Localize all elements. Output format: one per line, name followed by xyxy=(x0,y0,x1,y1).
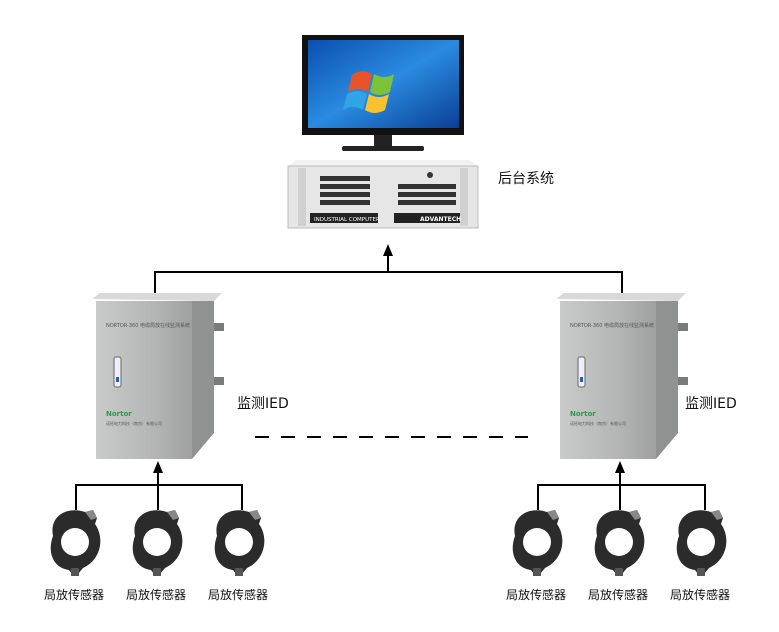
ied-label-right: 监测IED xyxy=(685,396,737,412)
sensor-icon xyxy=(594,510,645,576)
ied-label-left: 监测IED xyxy=(237,396,289,412)
sensor-icon xyxy=(214,510,265,576)
sensor-label: 局放传感器 xyxy=(208,588,269,602)
ied-cabinet-right xyxy=(555,292,689,460)
monitor xyxy=(302,35,464,151)
ied-cabinet-left xyxy=(91,292,225,460)
ied-brand-left: Nortor xyxy=(106,410,132,418)
arrow-up-icon xyxy=(383,244,393,256)
svg-text:ADVANTECH: ADVANTECH xyxy=(420,216,461,223)
sensor-label: 局放传感器 xyxy=(126,588,187,602)
backend-label: 后台系统 xyxy=(498,171,554,187)
sensor-icon xyxy=(512,510,563,576)
sensor-label: 局放传感器 xyxy=(670,588,731,602)
sensor-label: 局放传感器 xyxy=(588,588,649,602)
sensor-icon xyxy=(132,510,183,576)
windows-logo-icon xyxy=(343,71,394,113)
sensor-icon xyxy=(676,510,727,576)
industrial-computer: INDUSTRIAL COMPUTER ADVANTECH xyxy=(287,160,479,229)
arrow-icons xyxy=(153,244,625,473)
ied-brand-right: Nortor xyxy=(570,410,596,418)
connection-lines xyxy=(75,252,706,510)
sensor-icon xyxy=(50,510,101,576)
sensor-label: 局放传感器 xyxy=(44,588,105,602)
arrow-up-icon xyxy=(153,461,163,473)
arrow-up-icon xyxy=(615,461,625,473)
svg-text:INDUSTRIAL COMPUTER: INDUSTRIAL COMPUTER xyxy=(314,217,380,223)
sensor-label: 局放传感器 xyxy=(506,588,567,602)
